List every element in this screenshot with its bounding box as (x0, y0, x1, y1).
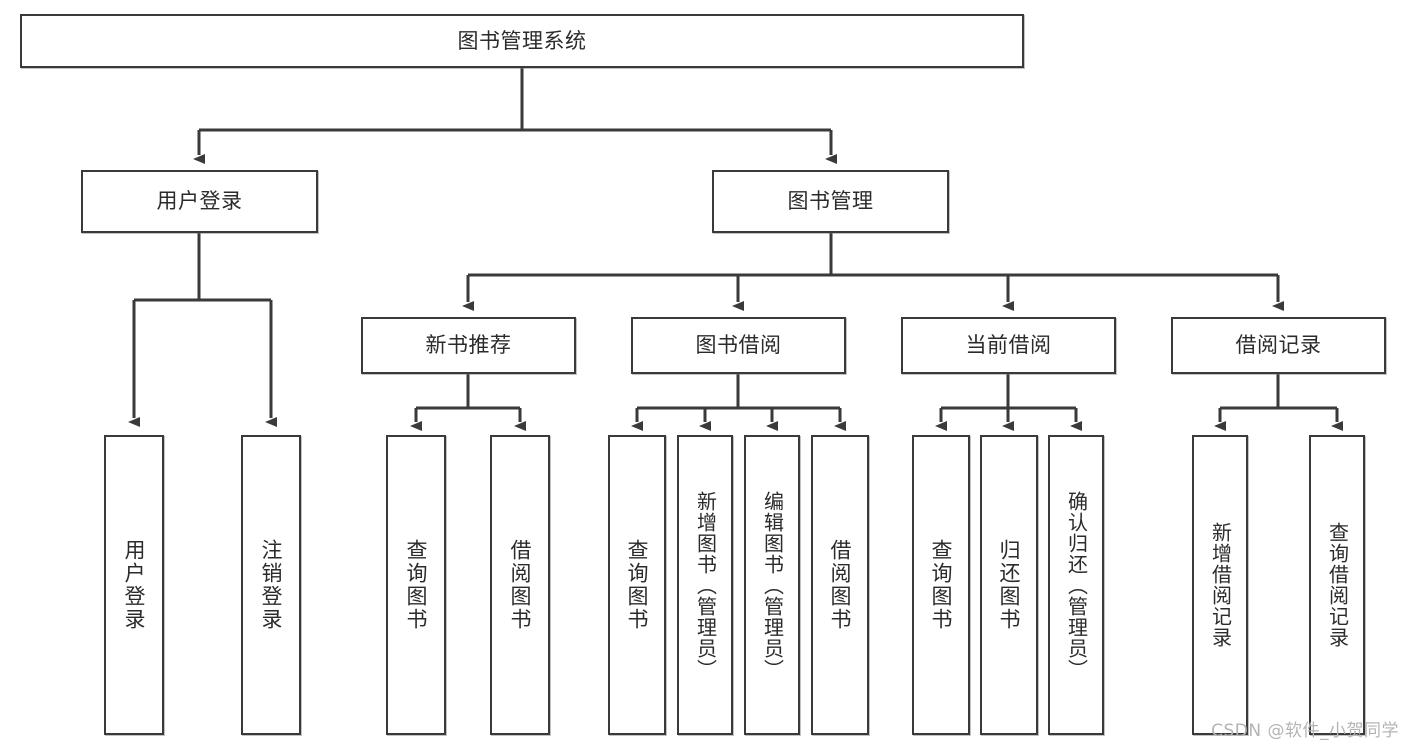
node-label: 查询图书 (625, 539, 650, 631)
node-label: 图书管理系统 (457, 28, 587, 53)
leaf-add-borrow-record[interactable]: 新增借阅记录 (1192, 435, 1248, 735)
node-label: 用户登录 (156, 189, 243, 214)
edge-root-to-level1 (193, 68, 837, 164)
leaf-query-book-current[interactable]: 查询图书 (912, 435, 970, 735)
node-label: 图书管理 (787, 189, 874, 214)
node-label: 注销登录 (259, 539, 284, 631)
leaf-query-book-borrow[interactable]: 查询图书 (608, 435, 666, 735)
node-book-borrowing[interactable]: 图书借阅 (631, 317, 846, 374)
edge-bookborrow-to-leaves (631, 374, 846, 431)
node-borrowing-record[interactable]: 借阅记录 (1171, 317, 1386, 374)
node-label: 新书推荐 (425, 333, 512, 358)
node-label: 查询图书 (404, 539, 429, 631)
leaf-edit-book-admin[interactable]: 编辑图书（管理员） (744, 435, 800, 735)
node-label: 借阅图书 (828, 539, 853, 631)
node-label: 借阅图书 (508, 539, 533, 631)
node-label: 新增图书（管理员） (693, 490, 718, 680)
leaf-query-borrow-record[interactable]: 查询借阅记录 (1309, 435, 1365, 735)
edge-borrowrecord-to-leaves (1214, 374, 1343, 431)
node-label: 查询借阅记录 (1325, 522, 1350, 648)
node-new-book-recommendation[interactable]: 新书推荐 (361, 317, 576, 374)
edge-userlogin-to-leaves (128, 233, 277, 427)
watermark: CSDN @软件_小贺同学 (1211, 721, 1399, 741)
leaf-borrow-book-newbook[interactable]: 借阅图书 (490, 435, 550, 735)
leaf-confirm-return-admin[interactable]: 确认归还（管理员） (1048, 435, 1104, 735)
edge-newbook-to-leaves (410, 374, 526, 431)
node-label: 查询图书 (929, 539, 954, 631)
leaf-logout[interactable]: 注销登录 (241, 435, 301, 735)
node-label: 用户登录 (122, 539, 147, 631)
node-label: 借阅记录 (1235, 333, 1322, 358)
leaf-add-book-admin[interactable]: 新增图书（管理员） (677, 435, 733, 735)
edge-bookmgmt-to-level2 (462, 233, 1284, 311)
leaf-query-book-newbook[interactable]: 查询图书 (386, 435, 446, 735)
leaf-user-login[interactable]: 用户登录 (104, 435, 164, 735)
node-label: 归还图书 (997, 539, 1022, 631)
node-root-book-management-system[interactable]: 图书管理系统 (20, 14, 1024, 68)
leaf-borrow-book-borrow[interactable]: 借阅图书 (811, 435, 869, 735)
node-label: 新增借阅记录 (1208, 522, 1233, 648)
edge-currentborrow-to-leaves (935, 374, 1082, 431)
node-current-borrowing[interactable]: 当前借阅 (901, 317, 1116, 374)
node-user-login[interactable]: 用户登录 (81, 170, 318, 233)
node-book-management[interactable]: 图书管理 (712, 170, 949, 233)
node-label: 编辑图书（管理员） (760, 490, 785, 680)
node-label: 确认归还（管理员） (1064, 490, 1089, 680)
node-label: 当前借阅 (965, 333, 1052, 358)
node-label: 图书借阅 (695, 333, 782, 358)
leaf-return-book[interactable]: 归还图书 (980, 435, 1038, 735)
